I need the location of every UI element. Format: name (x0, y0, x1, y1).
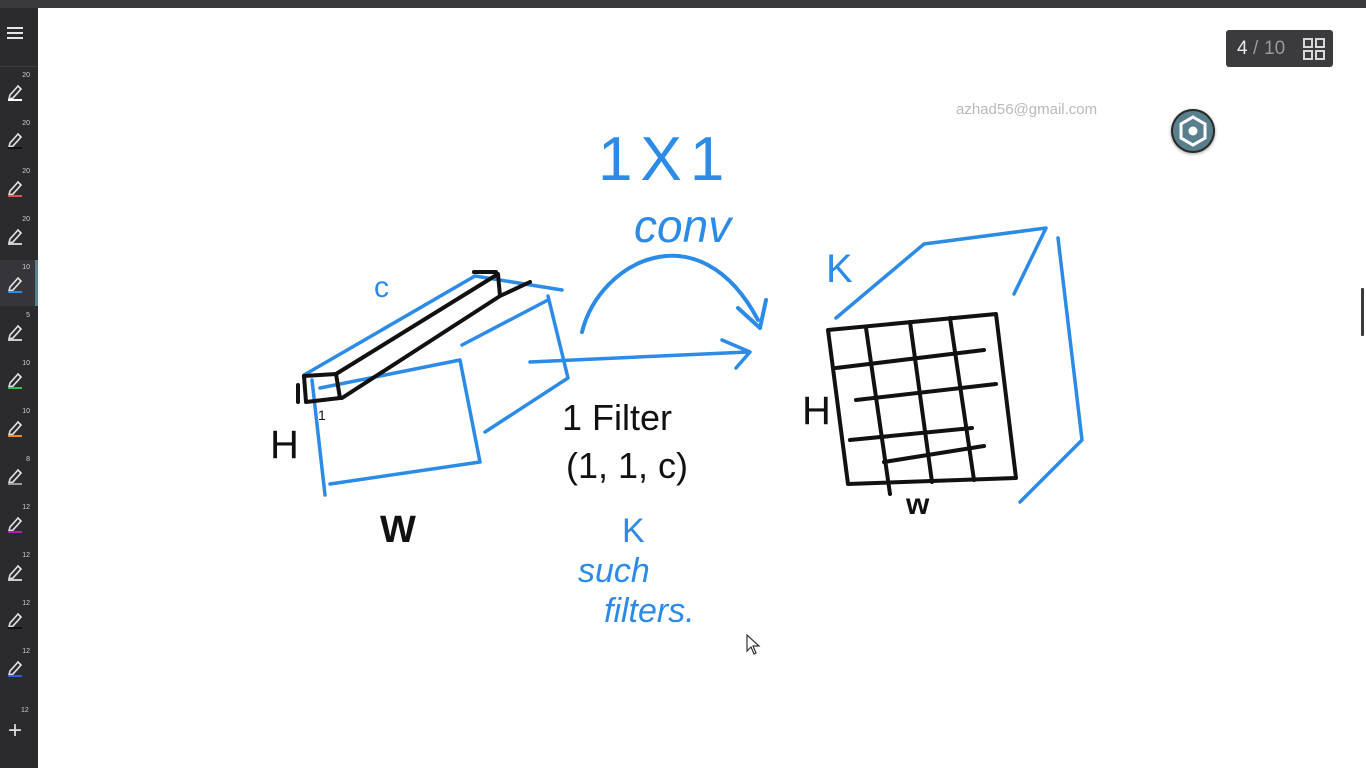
input-volume (302, 274, 752, 497)
title-text: 1X1 conv (598, 125, 734, 252)
pen-size-label: 8 (26, 456, 30, 463)
pen-tool-7[interactable]: 10 (0, 356, 38, 402)
pen-tool-5[interactable]: 10 (0, 260, 38, 306)
pen-tool-8[interactable]: 10 (0, 404, 38, 450)
pen-size-label: 10 (22, 360, 30, 367)
pen-tool-12[interactable]: 12 (0, 596, 38, 642)
pen-size-extra: 12 (21, 707, 29, 714)
page-total: 10 (1264, 38, 1286, 59)
settings-icon[interactable] (1171, 109, 1215, 153)
pen-size-label: 20 (22, 72, 30, 79)
output-grid (826, 312, 1018, 496)
menu-icon[interactable] (4, 22, 26, 44)
page-current: 4 (1237, 38, 1248, 59)
title-conv: conv (634, 200, 734, 252)
pen-size-label: 20 (22, 216, 30, 223)
pen-size-label: 10 (22, 408, 30, 415)
pen-tool-9[interactable]: 8 (0, 452, 38, 498)
pen-tool-13[interactable]: 12 (0, 644, 38, 690)
pen-icon (7, 84, 23, 101)
mouse-cursor-icon (746, 634, 761, 655)
pen-icon (7, 276, 23, 293)
pen-size-label: 10 (22, 264, 30, 271)
sidebar-divider (0, 66, 38, 67)
label-w-left: W (380, 509, 416, 551)
pen-size-label: 20 (22, 168, 30, 175)
title-1x1: 1X1 (598, 125, 732, 194)
label-h-right: H (802, 389, 831, 433)
pen-icon (7, 564, 23, 581)
whiteboard-canvas[interactable]: 1X1 conv c H W 1 1 Filter (1, 1, c) K su… (38, 8, 1366, 768)
pen-tool-11[interactable]: 12 (0, 548, 38, 594)
pen-tool-6[interactable]: 5 (0, 308, 38, 354)
add-icon[interactable]: + (7, 717, 22, 744)
pen-size-label: 5 (26, 312, 30, 319)
pen-tool-3[interactable]: 20 (0, 164, 38, 210)
conv-arrow (580, 254, 768, 334)
filters-text: filters. (604, 592, 695, 630)
pen-icon (7, 420, 23, 437)
output-volume (834, 226, 1084, 504)
label-one: 1 (318, 407, 326, 423)
label-h-left: H (270, 423, 299, 467)
pen-icon (7, 324, 23, 341)
filter-strip (296, 270, 532, 404)
pen-size-label: 12 (22, 648, 30, 655)
pen-size-label: 20 (22, 120, 30, 127)
pen-size-label: 12 (22, 600, 30, 607)
filter-line2: (1, 1, c) (566, 445, 688, 486)
label-w-right: w (905, 488, 930, 521)
filter-line1: 1 Filter (562, 397, 672, 438)
pen-icon (7, 372, 23, 389)
page-counter: 4 / 10 (1226, 30, 1333, 67)
k-label-middle: K (622, 512, 645, 550)
pen-icon (7, 516, 23, 533)
pen-icon (7, 660, 23, 677)
top-bar (0, 0, 1366, 8)
grid-view-icon[interactable] (1303, 38, 1325, 60)
scrollbar[interactable] (1361, 288, 1364, 336)
pen-icon (7, 228, 23, 245)
pen-icon (7, 612, 23, 629)
pen-tool-10[interactable]: 12 (0, 500, 38, 546)
account-email: azhad56@gmail.com (956, 101, 1098, 118)
label-k-right: K (826, 247, 853, 291)
pen-icon (7, 180, 23, 197)
pen-tool-1[interactable]: 20 (0, 68, 38, 114)
pen-icon (7, 132, 23, 149)
page-separator: / (1253, 38, 1259, 59)
pen-tool-2[interactable]: 20 (0, 116, 38, 162)
such-text: such (578, 552, 650, 590)
pen-size-label: 12 (22, 504, 30, 511)
pen-tool-4[interactable]: 20 (0, 212, 38, 258)
pen-size-label: 12 (22, 552, 30, 559)
label-c: c (374, 271, 389, 304)
pen-icon (7, 468, 23, 485)
tool-sidebar: 20 20 20 20 10 5 10 10 8 12 12 12 12 12 + (0, 8, 38, 768)
